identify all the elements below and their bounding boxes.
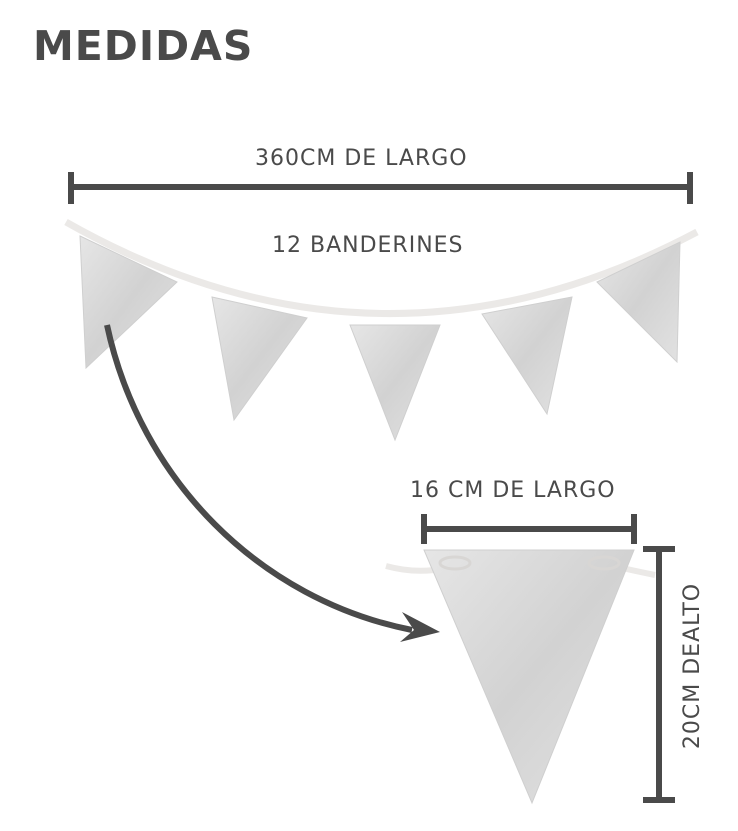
garland-flag-2 [211, 296, 308, 422]
flag-height-label: 20CM DEALTO [680, 582, 705, 750]
page-title: MEDIDAS [33, 22, 254, 70]
total-length-dimension-line [68, 172, 693, 204]
flag-width-dimension-line [421, 514, 637, 544]
detail-flag [385, 549, 656, 805]
curved-arrow-icon [104, 324, 440, 642]
garland-flag-1 [79, 235, 178, 370]
garland-flag-4 [481, 296, 573, 416]
flag-width-label: 16 CM DE LARGO [410, 478, 616, 503]
garland-string [64, 218, 699, 318]
garland-flag-3 [349, 324, 441, 442]
flag-height-dimension-line [643, 546, 675, 803]
flag-count-label: 12 BANDERINES [272, 233, 464, 258]
garland-flag-5 [596, 241, 681, 364]
total-length-label: 360CM DE LARGO [255, 146, 468, 171]
